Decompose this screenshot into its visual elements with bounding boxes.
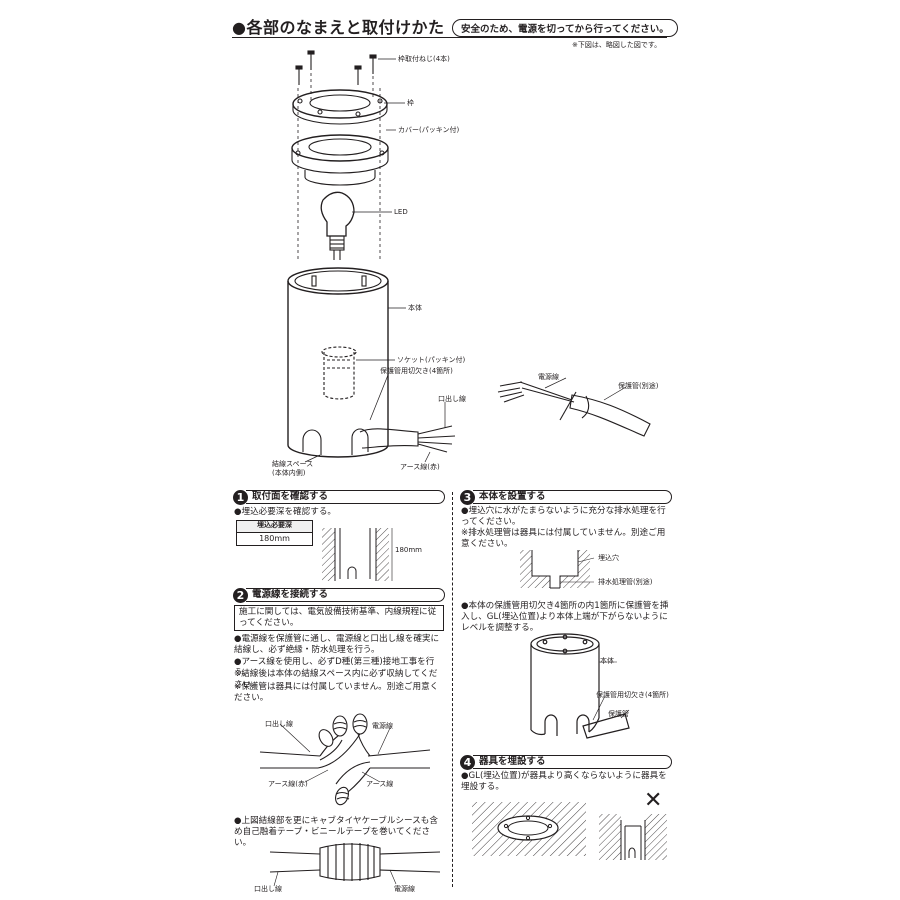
- label-earth: アース線: [366, 780, 394, 788]
- section-1-title: 取付面を確認する: [246, 490, 445, 504]
- depth-table: 埋込必要深 180mm: [236, 520, 313, 546]
- label-frame: 枠: [407, 99, 414, 107]
- column-divider: [452, 492, 453, 887]
- section-2-header: 2 電源線を接続する: [233, 587, 445, 603]
- label-socket: ソケット(パッキン付): [397, 356, 466, 364]
- burial-correct-diagram: [472, 802, 586, 856]
- section-1-text: ●埋込必要深を確認する。: [234, 507, 337, 517]
- section-2-p5: ●上図結線部を更にキャブタイヤケーブルシースも含め自己融着テープ・ビニールテープ…: [234, 816, 438, 848]
- label-power-wire-3: 電源線: [394, 885, 415, 893]
- section-4-title: 器具を埋設する: [473, 755, 672, 769]
- depth-dimension: 180mm: [395, 546, 422, 554]
- section-4-header: 4 器具を埋設する: [460, 754, 672, 770]
- section-3-p1: ●埋込穴に水がたまらないように充分な排水処理を行ってください。: [461, 506, 666, 527]
- section-2-number: 2: [233, 587, 248, 603]
- section-3-header: 3 本体を設置する: [460, 489, 672, 505]
- label-earth-red: アース線(赤): [268, 780, 308, 788]
- section-3-p2: ※排水処理管は器具には付属していません。別途ご用意ください。: [461, 528, 666, 549]
- label-body-3: 本体: [600, 657, 614, 665]
- page-title: ●各部のなまえと取付けかた: [232, 18, 445, 37]
- section-2-p1: ●電源線を保護管に通し、電源線と口出し線を確実に結線し、必ず絶縁・防水処理を行う…: [234, 634, 440, 655]
- label-drain: 排水処理管(別途): [598, 578, 653, 586]
- label-conduit: 保護管(別途): [618, 382, 659, 390]
- safety-notice: 安全のため、電源を切ってから行ってください。: [452, 19, 678, 37]
- section-3-p3: ●本体の保護管用切欠き4箇所の内1箇所に保護管を挿入し、GL(埋込位置)より本体…: [461, 601, 669, 633]
- label-wiring-space-sub: (本体内側): [272, 469, 306, 477]
- burial-wrong-diagram: [599, 814, 667, 860]
- label-earth-wire: アース線(赤): [400, 463, 440, 471]
- ng-cross-icon: ✕: [644, 788, 663, 813]
- depth-table-header: 埋込必要深: [237, 521, 312, 533]
- depth-table-value: 180mm: [259, 534, 290, 543]
- section-2-p2: ●アース線を使用し、必ずD種(第三種)接地工事を行う。: [234, 657, 435, 678]
- label-power-wire: 電源線: [538, 373, 559, 381]
- exploded-diagram: [287, 50, 651, 463]
- section-2-title: 電源線を接続する: [246, 588, 445, 602]
- section-2-p4: ※保護管は器具には付属していません。別途ご用意ください。: [234, 682, 439, 703]
- drainage-diagram: [520, 550, 595, 589]
- tape-wrap-diagram: [269, 843, 441, 887]
- label-power-wire-2: 電源線: [372, 722, 393, 730]
- screw-icon: [295, 50, 377, 85]
- compliance-box: 施工に関しては、電気設備技術基準、内線規程に従ってください。: [234, 605, 444, 631]
- label-led: LED: [394, 208, 408, 216]
- label-lead-wire: 口出し線: [438, 395, 466, 403]
- label-cover: カバー(パッキン付): [398, 126, 460, 134]
- section-3-title: 本体を設置する: [473, 490, 672, 504]
- label-hole: 埋込穴: [598, 554, 619, 562]
- label-notch: 保護管用切欠き(4箇所): [380, 367, 453, 375]
- wire-connection-diagram: [259, 713, 431, 806]
- label-lead-wire-3: 口出し線: [254, 885, 282, 893]
- schematic-note: ※下図は、略図した図です。: [572, 41, 662, 49]
- label-body: 本体: [408, 304, 422, 312]
- depth-diagram: [322, 528, 393, 581]
- section-4-number: 4: [460, 754, 475, 770]
- label-conduit-3: 保護管: [608, 710, 629, 718]
- conduit-install-diagram: [530, 633, 630, 739]
- label-notch-3: 保護管用切欠き(4箇所): [596, 691, 669, 699]
- header-rule: [232, 37, 667, 38]
- section-1-header: 1 取付面を確認する: [233, 489, 445, 505]
- label-lead-wire-2: 口出し線: [265, 720, 293, 728]
- label-frame-screws: 枠取付ねじ(4本): [398, 55, 450, 63]
- section-2-p3: ※結線後は本体の結線スペース内に必ず収納してください。: [234, 669, 438, 690]
- section-3-number: 3: [460, 489, 475, 505]
- section-1-number: 1: [233, 489, 248, 505]
- label-wiring-space: 結線スペース: [272, 460, 314, 468]
- section-4-p1: ●GL(埋込位置)が器具より高くならないように器具を埋設する。: [461, 771, 667, 792]
